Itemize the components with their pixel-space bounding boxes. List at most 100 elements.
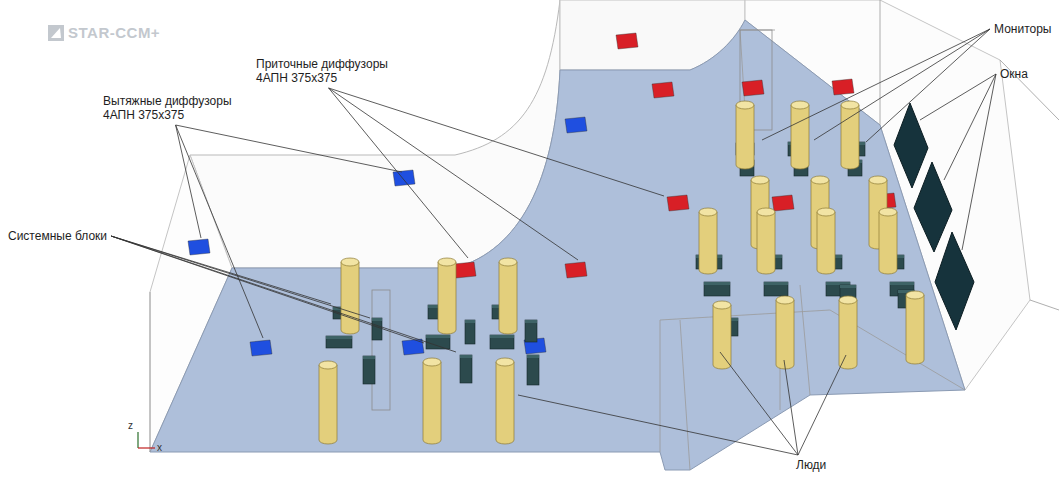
leader-line bbox=[798, 355, 846, 455]
supply-diffuser bbox=[742, 80, 764, 96]
leader-line bbox=[111, 236, 370, 318]
person-top bbox=[811, 176, 829, 184]
system-block bbox=[363, 356, 375, 384]
supply-diffuser bbox=[652, 82, 674, 98]
person-cylinder bbox=[438, 258, 456, 334]
leader-line bbox=[944, 74, 996, 180]
person-body bbox=[499, 262, 517, 334]
wall-edge bbox=[660, 310, 830, 320]
block-face bbox=[372, 318, 382, 340]
wall-edge bbox=[680, 320, 690, 470]
block-face bbox=[490, 335, 514, 349]
person-top bbox=[438, 258, 456, 266]
person-body bbox=[438, 262, 456, 334]
windows bbox=[894, 103, 974, 330]
person-body bbox=[736, 105, 754, 169]
leader-line bbox=[176, 125, 263, 338]
block-face bbox=[460, 355, 472, 383]
person-top bbox=[906, 291, 924, 299]
person-body bbox=[341, 262, 359, 334]
system-block bbox=[764, 282, 788, 296]
person-body bbox=[817, 212, 835, 274]
person-cylinder bbox=[341, 258, 359, 334]
person-body bbox=[906, 295, 924, 364]
person-body bbox=[699, 212, 717, 274]
callout-label: Системные блоки bbox=[8, 229, 107, 243]
person-top bbox=[699, 208, 717, 216]
person-top bbox=[841, 101, 859, 109]
block-top bbox=[460, 355, 472, 358]
supply-diffuser bbox=[772, 195, 794, 211]
person-cylinder bbox=[817, 208, 835, 274]
block-face bbox=[465, 320, 475, 344]
person-top bbox=[817, 208, 835, 216]
axis-label: z bbox=[128, 421, 133, 431]
block-top bbox=[890, 282, 914, 285]
system-block bbox=[490, 335, 514, 349]
people bbox=[319, 101, 924, 444]
person-cylinder bbox=[757, 208, 775, 274]
supply-diffuser bbox=[832, 79, 854, 95]
person-top bbox=[879, 208, 897, 216]
system-block bbox=[525, 320, 537, 342]
block-top bbox=[326, 336, 352, 339]
walls bbox=[150, 0, 1059, 470]
system-block bbox=[840, 285, 856, 303]
person-top bbox=[736, 101, 754, 109]
person-body bbox=[757, 212, 775, 274]
person-cylinder bbox=[841, 101, 859, 169]
block-top bbox=[426, 335, 450, 338]
block-top bbox=[826, 282, 850, 285]
back-wall bbox=[190, 0, 560, 268]
leader-line bbox=[962, 74, 996, 250]
exhaust-diffuser bbox=[565, 117, 587, 133]
person-top bbox=[757, 208, 775, 216]
person-top bbox=[496, 358, 514, 366]
system-block bbox=[326, 336, 352, 348]
wall-edge bbox=[800, 285, 810, 395]
leader-line bbox=[784, 360, 798, 455]
block-top bbox=[840, 285, 856, 288]
block-top bbox=[525, 320, 537, 323]
window bbox=[894, 103, 928, 188]
floor bbox=[150, 20, 965, 470]
person-top bbox=[869, 176, 887, 184]
block-face bbox=[764, 282, 788, 296]
block-top bbox=[764, 282, 788, 285]
person-top bbox=[423, 358, 441, 366]
person-cylinder bbox=[699, 208, 717, 274]
leader-line bbox=[329, 88, 468, 258]
logo-mark bbox=[51, 28, 61, 38]
person-body bbox=[319, 365, 337, 444]
block-top bbox=[372, 318, 382, 321]
leader-line bbox=[176, 125, 402, 172]
person-cylinder bbox=[776, 296, 794, 369]
leader-line bbox=[111, 236, 456, 352]
leader-line bbox=[518, 395, 798, 455]
logo-square bbox=[48, 25, 64, 41]
person-body bbox=[879, 212, 897, 274]
leader-line bbox=[814, 29, 990, 140]
block-face bbox=[525, 320, 537, 342]
person-top bbox=[839, 296, 857, 304]
axis-triad bbox=[138, 432, 155, 448]
window bbox=[935, 232, 974, 330]
person-top bbox=[713, 301, 731, 309]
person-cylinder bbox=[713, 301, 731, 369]
supply-diffuser bbox=[565, 262, 587, 278]
exhaust-diffuser bbox=[402, 339, 424, 355]
person-body bbox=[839, 300, 857, 369]
callout-label: Вытяжные диффузоры 4АПН 375x375 bbox=[103, 94, 235, 122]
person-top bbox=[751, 176, 769, 184]
person-cylinder bbox=[906, 291, 924, 364]
callout-label: Приточные диффузоры 4АПН 375x375 bbox=[256, 57, 388, 85]
block-face bbox=[326, 336, 352, 348]
callout-label: Окна bbox=[1000, 67, 1028, 81]
system-block bbox=[704, 282, 730, 296]
block-top bbox=[465, 320, 475, 323]
person-top bbox=[499, 258, 517, 266]
block-face bbox=[363, 356, 375, 384]
callout-label: Мониторы bbox=[994, 22, 1051, 36]
equipment bbox=[326, 142, 914, 385]
